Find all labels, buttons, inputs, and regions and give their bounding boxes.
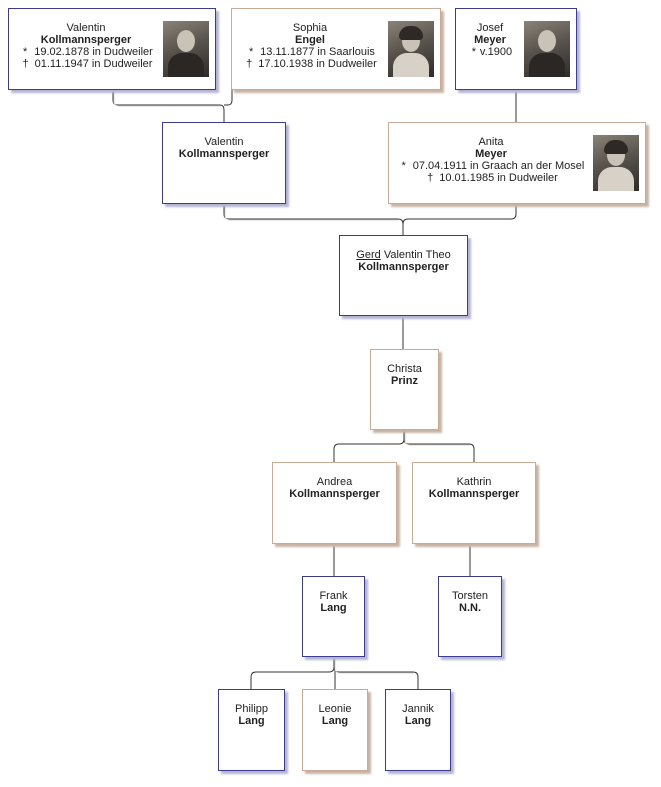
last-name: Meyer: [475, 148, 507, 160]
person-card-frank[interactable]: Frank Lang: [302, 576, 365, 657]
birth-line: *v.1900: [456, 46, 524, 58]
connector-anita-branch: [402, 204, 517, 225]
last-name: Prinz: [391, 375, 418, 387]
person-card-josef[interactable]: Josef Meyer *v.1900: [455, 8, 577, 90]
birth-date: 13.11.1877 in Saarlouis: [260, 46, 375, 58]
first-name: Josef: [476, 22, 504, 34]
person-card-christa[interactable]: Christa Prinz: [370, 349, 439, 430]
first-name: Torsten: [451, 590, 489, 602]
first-name: Philipp: [234, 703, 269, 715]
portrait-photo: [163, 21, 209, 77]
portrait-photo: [593, 135, 639, 191]
person-card-valentin-jr[interactable]: Valentin Kollmannsperger: [162, 122, 286, 204]
connector-sophia-branch: [224, 90, 233, 106]
birth-line: * 13.11.1877 in Saarlouis: [232, 46, 388, 58]
person-card-anita[interactable]: Anita Meyer * 07.04.1911 in Graach an de…: [388, 122, 646, 204]
first-name: Christa: [387, 363, 422, 375]
first-name: Sophia: [292, 22, 328, 34]
death-date: 01.11.1947 in Dudweiler: [34, 58, 153, 70]
first-name: Anita: [478, 136, 504, 148]
connector-frank-to-philipp: [250, 657, 335, 689]
first-name: Valentin: [204, 136, 244, 148]
birth-star-icon: *: [401, 160, 406, 172]
last-name: Kollmannsperger: [40, 34, 132, 46]
person-card-torsten[interactable]: Torsten N.N.: [438, 576, 502, 657]
last-name: Meyer: [474, 34, 506, 46]
birth-date: 07.04.1911 in Graach an der Mosel: [412, 160, 585, 172]
person-card-philipp[interactable]: Philipp Lang: [218, 689, 285, 771]
death-line: † 17.10.1938 in Dudweiler: [232, 58, 388, 70]
birth-star-icon: *: [248, 46, 254, 58]
connector-christa-to-kathrin: [403, 438, 475, 462]
person-card-jannik[interactable]: Jannik Lang: [385, 689, 451, 771]
death-cross-icon: †: [22, 58, 29, 70]
last-name: Lang: [238, 715, 265, 727]
last-name: Lang: [320, 602, 347, 614]
first-name: Valentin: [66, 22, 106, 34]
connector-valentin-anita-to-gerd: [223, 204, 404, 235]
first-name: Frank: [319, 590, 348, 602]
other-first-names: Valentin Theo: [380, 249, 451, 261]
birth-date: 19.02.1878 in Dudweiler: [34, 46, 153, 58]
person-card-valentin-sr[interactable]: Valentin Kollmannsperger * 19.02.1878 in…: [8, 8, 216, 90]
person-card-sophia[interactable]: Sophia Engel * 13.11.1877 in Saarlouis †…: [231, 8, 441, 90]
first-name: Leonie: [318, 703, 352, 715]
death-date: 10.01.1985 in Dudweiler: [439, 172, 558, 184]
last-name: Lang: [321, 715, 349, 727]
death-line: † 10.01.1985 in Dudweiler: [389, 172, 593, 184]
last-name: Kollmannsperger: [428, 488, 520, 500]
death-cross-icon: †: [246, 58, 253, 70]
portrait-photo: [388, 21, 434, 77]
connector-valentin-sophia-to-valentin: [112, 90, 225, 122]
person-card-leonie[interactable]: Leonie Lang: [302, 689, 368, 771]
birth-date: v.1900: [479, 46, 513, 58]
first-name: Jannik: [402, 703, 434, 715]
death-date: 17.10.1938 in Dudweiler: [258, 58, 377, 70]
last-name: Lang: [404, 715, 432, 727]
first-name: Andrea: [316, 476, 353, 488]
birth-star-icon: *: [23, 46, 28, 58]
person-card-gerd[interactable]: Gerd Valentin Theo Kollmannsperger: [339, 235, 468, 316]
last-name: Kollmannsperger: [178, 148, 270, 160]
last-name: Engel: [295, 34, 325, 46]
first-name: Gerd Valentin Theo: [340, 249, 467, 261]
called-name: Gerd: [356, 249, 381, 261]
connector-frank-to-jannik: [333, 666, 419, 689]
death-line: † 01.11.1947 in Dudweiler: [9, 58, 163, 70]
last-name: Kollmannsperger: [358, 261, 449, 273]
person-card-kathrin[interactable]: Kathrin Kollmannsperger: [412, 462, 536, 544]
first-name: Kathrin: [456, 476, 492, 488]
birth-line: * 07.04.1911 in Graach an der Mosel: [389, 160, 593, 172]
birth-line: * 19.02.1878 in Dudweiler: [9, 46, 163, 58]
person-card-andrea[interactable]: Andrea Kollmannsperger: [272, 462, 397, 544]
birth-star-icon: *: [471, 46, 477, 58]
portrait-photo: [524, 21, 570, 77]
connector-christa-to-andrea: [333, 430, 405, 462]
death-cross-icon: †: [427, 172, 434, 184]
last-name: N.N.: [459, 602, 481, 614]
last-name: Kollmannsperger: [289, 488, 380, 500]
